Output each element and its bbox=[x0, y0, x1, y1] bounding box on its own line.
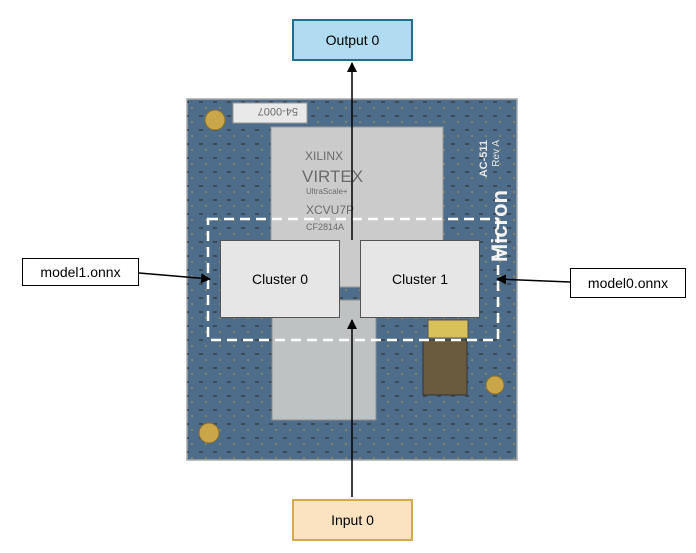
maker-logo: Micron bbox=[487, 190, 512, 262]
board-rev: Rev A bbox=[491, 140, 502, 167]
arrow-model1-to-group bbox=[138, 272, 211, 284]
chip-part: XCVU7P bbox=[306, 203, 354, 217]
mounting-hole-bottom bbox=[198, 422, 220, 444]
mounting-hole-top bbox=[204, 109, 226, 131]
output-0-node: Output 0 bbox=[292, 19, 413, 61]
model0-onnx-node: model0.onnx bbox=[570, 268, 686, 298]
memory-chip bbox=[271, 299, 377, 421]
arrow-model0-to-group bbox=[496, 274, 571, 285]
cluster-1-node: Cluster 1 bbox=[360, 240, 480, 318]
chip-family: VIRTEX bbox=[302, 167, 363, 186]
mounting-hole-right bbox=[485, 375, 505, 395]
power-module bbox=[422, 339, 468, 396]
chip-brand: XILINX bbox=[305, 149, 343, 163]
capacitor-block bbox=[427, 319, 469, 339]
chip-series: UltraScale+ bbox=[306, 187, 348, 196]
cluster-0-node: Cluster 0 bbox=[220, 240, 340, 318]
input-0-node: Input 0 bbox=[292, 499, 413, 541]
board-label-sticker bbox=[232, 102, 308, 124]
model1-onnx-node: model1.onnx bbox=[22, 258, 139, 286]
board-label: 54-0007 bbox=[258, 105, 298, 117]
chip-code: CF2814A bbox=[306, 222, 344, 232]
board-model: AC-511 bbox=[478, 140, 490, 177]
